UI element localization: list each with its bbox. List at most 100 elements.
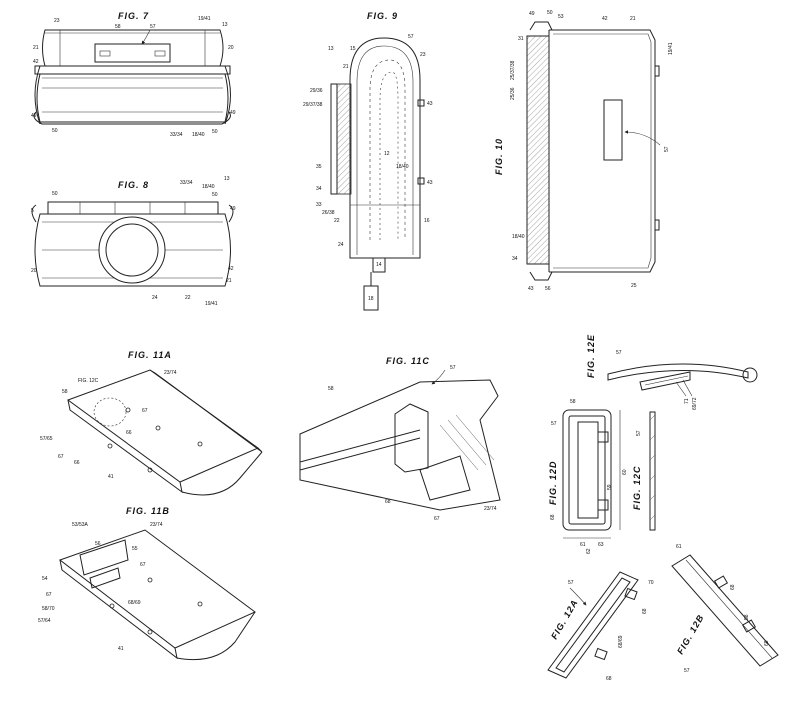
fig-7-clip [33,111,231,125]
fig-12a-title: FIG. 12A [549,597,580,641]
fig-12a-ref: 68 [642,608,648,614]
fig-9: FIG. 9 13 15 57 23 21 29/36 29/37/38 43 … [303,11,433,311]
fig-11a-title: FIG. 11A [128,350,172,360]
fig-9-ref: 29/36 [310,88,323,94]
fig-11a-ref: 67 [142,408,148,414]
fig-9-clamp-hatch [336,83,352,195]
fig-11a-panel-face [66,369,260,483]
fig-11c-ref: 57 [450,365,456,371]
fig-7-ref: 33/34 [170,132,183,138]
fig-8-ref: 22 [185,295,191,301]
fig-11b-panel-face [58,529,256,649]
fig-9-ref: 13 [328,46,334,52]
fig-12d-ref: 63 [598,542,604,548]
fig-10-ref: 43 [528,286,534,292]
fig-12a: FIG. 12A 57 70 68 68/69 68 [547,571,654,682]
fig-8-ref: 50 [52,191,58,197]
fig-9-ref: 26/38 [322,210,335,216]
fig-10-title: FIG. 10 [494,138,504,175]
fig-12c-edge-view [649,411,656,531]
fig-12e-ref: 57 [616,350,622,356]
fig-9-ref: 43 [427,101,433,107]
fig-11b-window [79,539,129,576]
fig-12e-knob [742,367,758,383]
fig-11a-ref: 66 [126,430,132,436]
fig-10-ref: 25/37/38 [510,60,516,80]
fig-10-ref: 53 [558,14,564,20]
fig-8-port-ring [98,216,166,284]
fig-12d: FIG. 12D 58 57 59 60 61 62 68 63 [548,399,628,554]
fig-8-ref: 33/34 [180,180,193,186]
fig-10-ref: 19/41 [668,42,674,55]
fig-12a-ref: 57 [568,580,574,586]
fig-7-ref: 49 [31,113,37,119]
fig-8-ref: 42 [228,266,234,272]
fig-8-roll-body [34,213,231,287]
fig-12b-ref: 57 [684,668,690,674]
fig-9-ref: 33 [316,202,322,208]
fig-11b-ref: 67 [140,562,146,568]
fig-9-ref: 14 [376,262,382,268]
fig-12d-ref: 60 [622,469,628,475]
fig-9-ref: 34 [316,186,322,192]
fig-11b: FIG. 11B 23/74 53/53A 56 55 67 54 67 68/… [38,506,256,661]
fig-8-ref: 5 [31,208,34,214]
fig-9-ref: 16 [424,218,430,224]
fig-9-ref: 22 [334,218,340,224]
fig-11b-ref: 54 [42,576,48,582]
fig-7-ref: 13 [222,22,228,28]
fig-12b-ref: 68 [764,640,770,646]
fig-11b-ref: 23/74 [150,522,163,528]
fig-12b: FIG. 12B 61 68 58 68 57 [671,544,779,674]
fig-12a-panel [547,571,639,679]
fig-11b-ref: 57/64 [38,618,51,624]
fig-9-ref: 43 [427,180,433,186]
fig-10-window [603,99,623,161]
fig-7-title: FIG. 7 [118,11,149,21]
fig-8-ref: 21 [226,278,232,284]
fig-7-top-panel [42,29,224,67]
fig-11b-ref: 55 [132,546,138,552]
fig-11b-ref: 53/53A [72,522,89,528]
fig-11b-ref: 56 [95,541,101,547]
fig-11c: FIG. 11C 57 58 68 67 23/74 [299,356,501,522]
fig-7-ref: 50 [52,128,58,134]
fig-11a-ref: 58 [62,389,68,395]
fig-11a-ref: 41 [108,474,114,480]
fig-11c-tab [394,403,429,473]
fig-9-ref: 18 [368,296,374,302]
fig-9-ref: 12 [384,151,390,157]
fig-10-ref: 49 [529,11,535,17]
fig-11b-ref: 67 [46,592,52,598]
fig-7-ref: 19/41 [198,16,211,22]
fig-8-ref: 13 [224,176,230,182]
fig-9-ref: 24 [338,242,344,248]
fig-12d-ref: 59 [607,484,613,490]
fig-8: FIG. 8 33/34 18/40 13 50 50 5 49 20 42 2… [31,176,236,307]
fig-8-ref: 20 [31,268,37,274]
fig-8-ref: 18/40 [202,184,215,190]
fig-7-ref: 23 [54,18,60,24]
fig-10-ref: 34 [512,256,518,262]
fig-12a-ref: 70 [648,580,654,586]
fig-12c: FIG. 12C 57 [632,411,656,531]
fig-7-ref: 57 [150,24,156,30]
fig-11b-ref: 41 [118,646,124,652]
fig-12c-ref: 57 [636,430,642,436]
fig-7-ref: 42 [33,59,39,65]
fig-11c-title: FIG. 11C [386,356,430,366]
fig-11a-ref: 66 [74,460,80,466]
fig-11b-ref: 58/70 [42,606,55,612]
fig-8-ref: 49 [230,206,236,212]
fig-12a-ref: 68/69 [618,635,624,648]
fig-12d-ref: 58 [570,399,576,405]
fig-11c-ref: 58 [328,386,334,392]
fig-12b-ref: 61 [676,544,682,550]
fig-9-ref: 23 [420,52,426,58]
fig-9-ref: 35 [316,164,322,170]
fig-9-ref: 57 [408,34,414,40]
fig-7: FIG. 7 23 57 19/41 13 58 21 20 42 49 49 … [31,11,236,138]
fig-7-window [94,43,171,63]
fig-12d-ref: 68 [550,514,556,520]
